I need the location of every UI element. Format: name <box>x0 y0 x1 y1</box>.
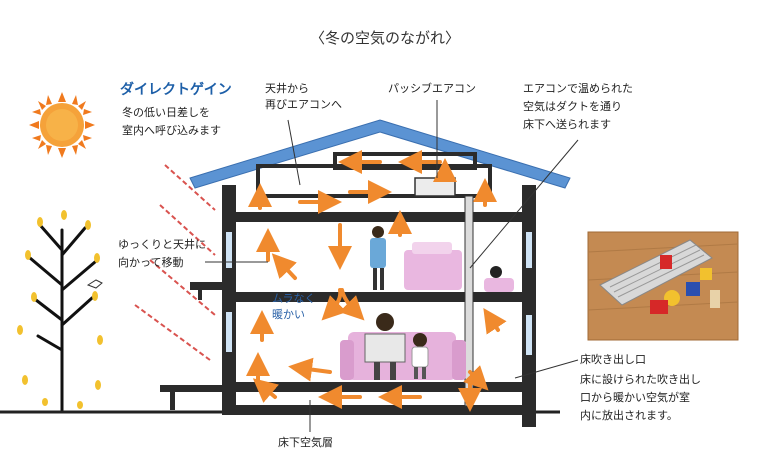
warmed-air-label-line3: 床下へ送られます <box>523 117 611 131</box>
diagram-title: 〈冬の空気のながれ〉 <box>310 29 460 47</box>
floor-outlet-desc-line2: 口から暖かい空気が室 <box>580 390 690 404</box>
even-warm-label-line1: ムラなく <box>272 292 315 305</box>
cat-figure <box>484 266 514 292</box>
bed-furniture <box>404 242 462 290</box>
father-reading-figure <box>364 313 406 380</box>
slowly-rise-label-line2: 向かって移動 <box>118 255 183 269</box>
roof <box>189 119 571 189</box>
leader-lines <box>205 100 579 432</box>
sun-icon <box>29 92 95 158</box>
warmed-air-label-line1: エアコンで温められた <box>523 82 633 95</box>
direct-gain-desc-line2: 室内へ呼び込みます <box>122 123 221 137</box>
airflow-arrows <box>246 150 507 412</box>
sun-rays <box>134 164 216 361</box>
passive-aircon-label: パッシブエアコン <box>388 81 476 95</box>
even-warm-label-line2: 暖かい <box>272 308 305 321</box>
floor-outlet-photo <box>587 231 739 341</box>
floor-outlet-desc-line3: 内に放出されます。 <box>580 408 678 422</box>
underfloor-air-layer-label: 床下空気層 <box>278 435 333 449</box>
from-ceiling-label-line1: 天井から <box>265 81 309 95</box>
floor-outlet-label: 床吹き出し口 <box>580 352 646 366</box>
from-ceiling-label-line2: 再びエアコンへ <box>265 98 342 111</box>
girl-standing-figure <box>370 226 386 290</box>
warmed-air-label-line2: 空気はダクトを通り <box>523 99 622 113</box>
direct-gain-label: ダイレクトゲイン <box>120 81 232 98</box>
house-structure <box>160 152 536 427</box>
direct-gain-desc-line1: 冬の低い日差しを <box>122 105 210 119</box>
child-sitting-figure <box>411 333 429 379</box>
floor-outlet-desc-line1: 床に設けられた吹き出し <box>580 372 701 386</box>
slowly-rise-label-line1: ゆっくりと天井に <box>118 237 206 251</box>
tree-icon <box>17 210 103 412</box>
